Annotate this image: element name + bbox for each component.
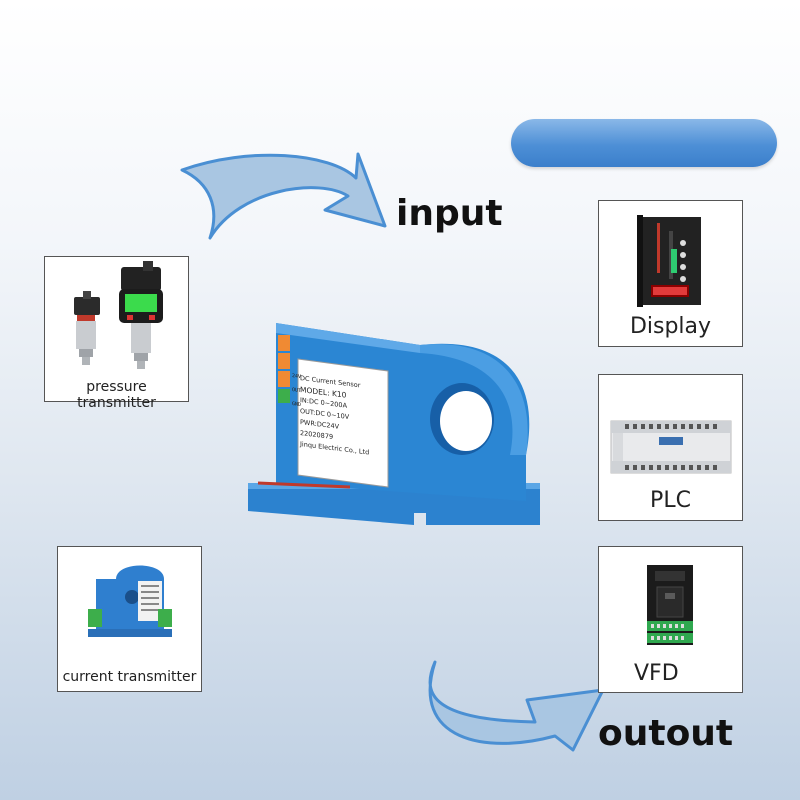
output-label: outout <box>598 713 734 754</box>
current-transmitter-image <box>88 565 172 637</box>
input-arrow-icon <box>180 152 387 240</box>
display-image <box>637 215 701 307</box>
output-arrow-icon <box>428 660 605 752</box>
terminal-24v-label: 24V <box>292 373 302 381</box>
plc-card: PLC <box>598 374 743 521</box>
display-card: Display <box>598 200 743 347</box>
terminal-out-label: OUT <box>292 387 302 395</box>
vfd-image <box>647 565 693 645</box>
pressure-transmitter-image <box>74 261 163 369</box>
pressure-transmitter-caption: pressure transmitter <box>77 379 156 411</box>
current-transmitter-card: current transmitter <box>57 546 202 692</box>
vfd-card: VFD <box>598 546 743 693</box>
plc-image <box>610 420 732 474</box>
sensor-label-text: DC Current Sensor MODEL: K10 IN:DC 0~200… <box>300 373 388 461</box>
terminal-labels: 24V OUT GND <box>292 369 301 412</box>
dc-current-sensor-image: DC Current Sensor MODEL: K10 IN:DC 0~200… <box>240 315 560 535</box>
vfd-caption: VFD <box>634 661 679 686</box>
plc-caption: PLC <box>650 488 691 513</box>
current-transmitter-caption: current transmitter <box>62 669 197 685</box>
display-caption: Display <box>629 314 712 339</box>
header-pill <box>511 119 777 167</box>
terminal-gnd-label: GND <box>292 401 302 409</box>
input-label: input <box>396 193 503 234</box>
pressure-transmitter-card: pressure transmitter <box>44 256 189 411</box>
